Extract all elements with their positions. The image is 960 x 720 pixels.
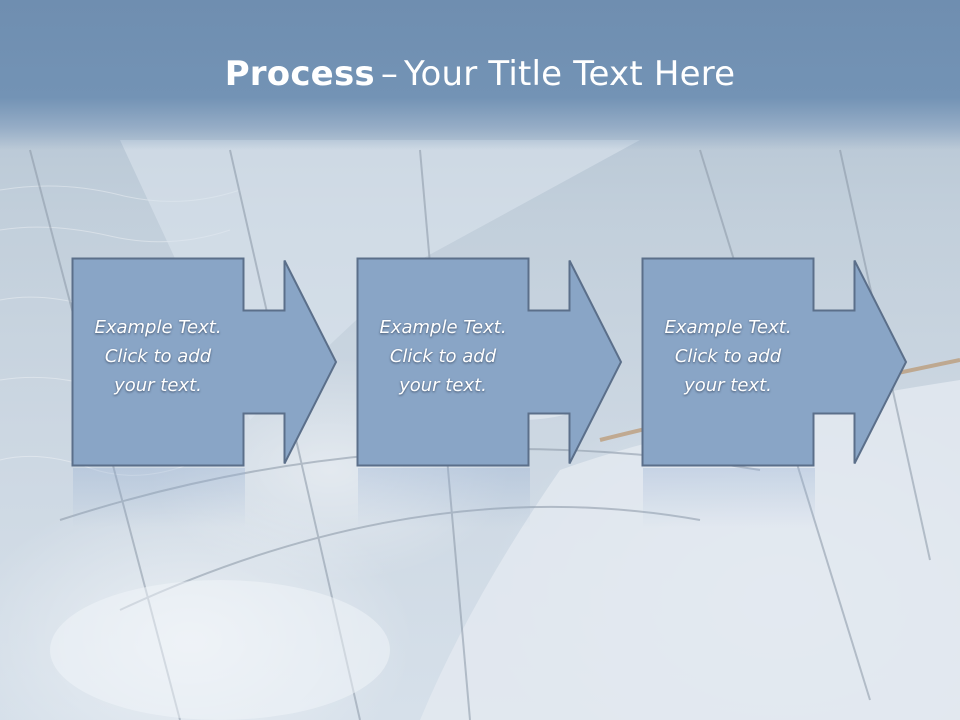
arrow-right-icon <box>356 257 623 467</box>
step-3-text[interactable]: Example Text. Click to add your text. <box>642 313 814 400</box>
step-3-line-1: Example Text. <box>664 317 792 338</box>
step-2-line-3: your text. <box>399 375 487 396</box>
step-2-line-2: Click to add <box>389 346 497 367</box>
process-step-1[interactable]: Example Text. Click to add your text. <box>71 257 342 470</box>
title-band <box>0 0 960 150</box>
step-2-line-1: Example Text. <box>379 317 507 338</box>
step-2-text[interactable]: Example Text. Click to add your text. <box>357 313 529 400</box>
step-1-line-3: your text. <box>114 375 202 396</box>
step-3-line-3: your text. <box>684 375 772 396</box>
step-3-reflection <box>643 468 815 528</box>
step-3-line-2: Click to add <box>674 346 782 367</box>
slide-title[interactable]: Process–Your Title Text Here <box>0 54 960 94</box>
step-1-reflection <box>73 468 245 528</box>
step-1-line-2: Click to add <box>104 346 212 367</box>
arrow-right-icon <box>71 257 338 467</box>
title-bold: Process <box>224 54 375 94</box>
title-rest: Your Title Text Here <box>404 54 736 94</box>
step-2-reflection <box>358 468 530 528</box>
process-step-3[interactable]: Example Text. Click to add your text. <box>641 257 912 470</box>
process-step-2[interactable]: Example Text. Click to add your text. <box>356 257 627 470</box>
step-1-line-1: Example Text. <box>94 317 222 338</box>
step-1-text[interactable]: Example Text. Click to add your text. <box>72 313 244 400</box>
arrow-right-icon <box>641 257 908 467</box>
title-dash: – <box>380 54 399 94</box>
